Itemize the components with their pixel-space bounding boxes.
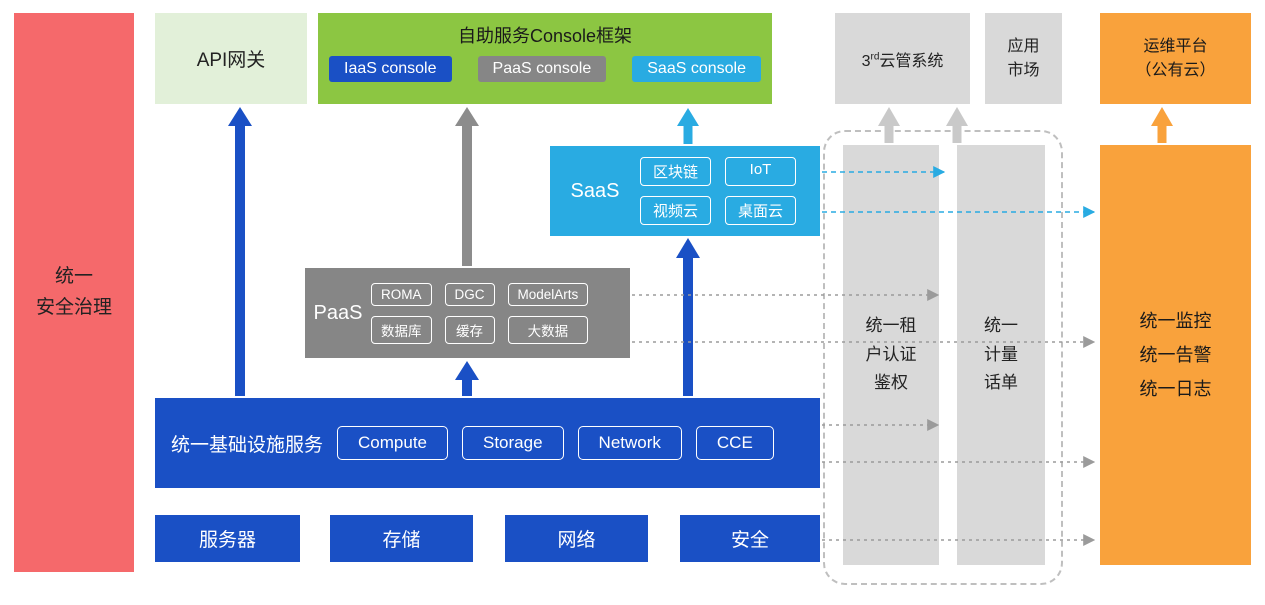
paas-service-dgc: DGC [444,282,495,306]
om-platform-box: 运维平台 （公有云） [1100,13,1251,104]
hardware-storage-box: 存储 [330,515,473,562]
paas-service-bigdata: 大数据 [507,315,589,344]
security-governance-bar: 统一 安全治理 [14,13,134,572]
app-market-box: 应用 市场 [985,13,1062,104]
paas-service-roma: ROMA [371,282,432,306]
infra-service-storage: Storage [462,426,564,460]
infra-service-network: Network [577,426,682,460]
saas-service-blockchain: 区块链 [640,157,712,186]
third-party-cms-label: 3rd云管系统 [861,51,944,70]
saas-service-desktop-cloud: 桌面云 [725,196,797,225]
shared-services-dashed-region [823,130,1063,585]
infrastructure-services: Compute Storage Network CCE [337,426,774,460]
console-frame-title: 自助服务Console框架 [457,26,633,46]
paas-service-cache: 缓存 [444,315,495,344]
arrow-infra-to-saas [676,238,700,396]
arrow-infra-to-api-gateway [228,107,252,396]
monitoring-bar: 统一监控 统一告警 统一日志 [1100,145,1251,565]
saas-console-chip: SaaS console [632,56,761,82]
third-party-cms-box: 3rd云管系统 [835,13,970,104]
api-gateway-box: API网关 [155,13,307,104]
saas-service-video-cloud: 视频云 [640,196,712,225]
arrow-paas-to-console [455,107,479,266]
arrow-monitoring-to-om-platform [1151,107,1173,143]
paas-console-chip: PaaS console [477,56,607,82]
hardware-network-box: 网络 [505,515,648,562]
saas-service-iot: IoT [725,157,797,186]
arrow-saas-to-console [677,108,699,144]
infra-service-compute: Compute [337,426,448,460]
paas-service-database: 数据库 [371,315,432,344]
paas-group-label: PaaS [313,301,363,324]
console-frame-box: 自助服务Console框架 IaaS console PaaS console … [318,13,772,104]
saas-group-label: SaaS [570,179,620,202]
saas-services: 区块链 IoT 视频云 桌面云 [640,157,797,225]
paas-group-box: PaaS ROMA DGC ModelArts 数据库 缓存 大数据 [305,268,630,358]
infra-service-cce: CCE [695,426,774,460]
metering-column: 统一 计量 话单 [957,145,1045,565]
infrastructure-label: 统一基础设施服务 [171,434,324,456]
iaas-console-chip: IaaS console [329,56,452,82]
auth-column: 统一租 户认证 鉴权 [843,145,939,565]
infrastructure-box: 统一基础设施服务 Compute Storage Network CCE [155,398,820,488]
hardware-security-box: 安全 [680,515,820,562]
console-chip-row: IaaS console PaaS console SaaS console [329,56,761,82]
hardware-server-box: 服务器 [155,515,300,562]
paas-services: ROMA DGC ModelArts 数据库 缓存 大数据 [371,282,589,344]
arrow-infra-to-paas [455,361,479,396]
saas-group-box: SaaS 区块链 IoT 视频云 桌面云 [550,146,820,236]
paas-service-modelarts: ModelArts [507,282,589,306]
